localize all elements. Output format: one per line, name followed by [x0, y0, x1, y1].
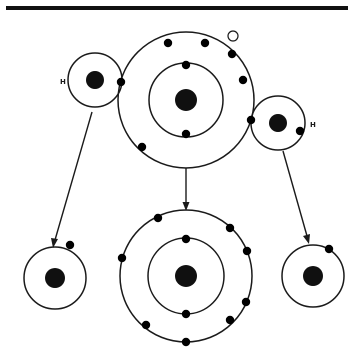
hydrogen-right-label: H	[310, 121, 316, 129]
arrow-left-shaft	[54, 111, 93, 241]
oxide-outer-electron	[117, 253, 127, 263]
hydrogen-ion-left-nucleus	[45, 268, 65, 288]
oxygen-outer-electron	[246, 115, 256, 125]
arrow-right	[282, 150, 310, 244]
hydrogen-ion-right-nucleus	[303, 266, 323, 286]
oxygen-outer-electron	[227, 49, 237, 59]
arrow-right-head	[303, 234, 310, 244]
hydrogen-ion-left-orbit	[23, 246, 87, 310]
hydrogen-right-electron	[295, 126, 305, 136]
hydrogen-atom-right: H	[250, 95, 316, 151]
oxygen-outer-electron	[137, 142, 147, 152]
arrow-center	[182, 168, 190, 211]
oxide-outer-electron	[141, 320, 151, 330]
oxygen-nucleus	[175, 89, 197, 111]
hydrogen-ion-left	[23, 246, 87, 310]
arrow-center-head	[182, 202, 190, 211]
hydrogen-left-nucleus	[86, 71, 104, 89]
oxide-inner-electron	[181, 234, 191, 244]
oxygen-inner-electron	[181, 129, 191, 139]
arrow-left	[51, 111, 93, 248]
hydrogen-ion-right-electron	[324, 244, 334, 254]
hydrogen-ion-left-electron	[65, 240, 75, 250]
oxide-inner-electron	[181, 309, 191, 319]
hydrogen-ion-right-orbit	[281, 244, 345, 308]
hydrogen-right-nucleus	[269, 114, 287, 132]
hydrogen-left-electron	[116, 77, 126, 87]
arrow-left-head	[51, 238, 58, 248]
oxide-outer-electron	[225, 223, 235, 233]
oxide-nucleus	[175, 265, 197, 287]
oxygen-inner-electron	[181, 60, 191, 70]
hydrogen-ion-right	[281, 244, 345, 308]
oxide-outer-electron	[153, 213, 163, 223]
oxide-outer-electron	[225, 315, 235, 325]
oxygen-outer-electron	[238, 75, 248, 85]
arrow-right-shaft	[282, 150, 308, 237]
top-border-line	[6, 6, 348, 10]
oxide-outer-electron	[241, 297, 251, 307]
oxide-outer-electron	[181, 337, 191, 347]
oxide-outer-electron	[242, 246, 252, 256]
hydrogen-atom-left: H	[60, 52, 123, 108]
oxygen-outer-electron	[200, 38, 210, 48]
hydrogen-left-label: H	[60, 78, 66, 86]
oxygen-outer-electron	[163, 38, 173, 48]
free-electron	[227, 30, 239, 42]
